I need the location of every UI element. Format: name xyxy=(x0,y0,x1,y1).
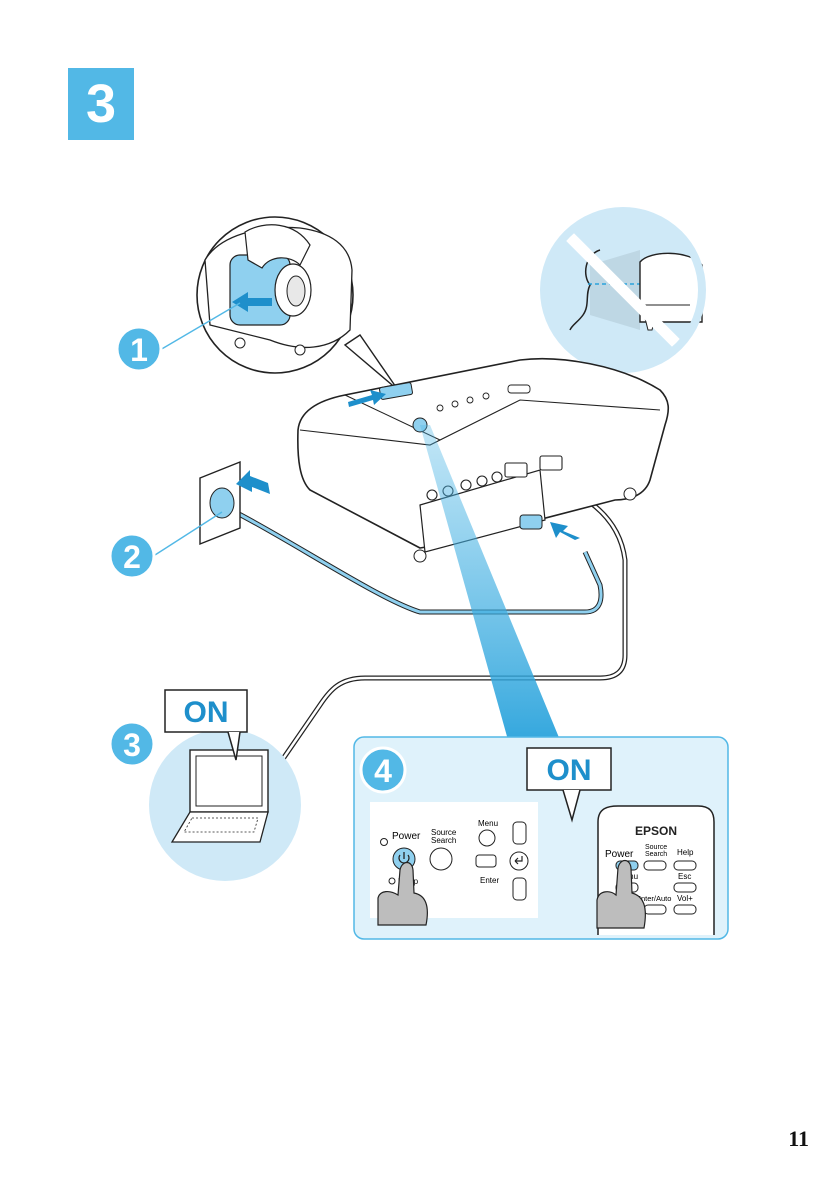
callout-1-label: 1 xyxy=(130,332,148,368)
control-left-button[interactable] xyxy=(476,855,496,867)
control-power-label: Power xyxy=(392,831,421,842)
control-source-search-button[interactable] xyxy=(430,848,452,870)
no-look-into-lens-warning xyxy=(544,211,702,369)
control-menu-button[interactable] xyxy=(479,830,495,846)
control-source-label-2: Search xyxy=(431,836,456,845)
control-up-button[interactable] xyxy=(513,822,526,844)
remote-power-label: Power xyxy=(605,849,634,860)
step4-panel: Power Source Search Menu Enter Lamp 4 ON… xyxy=(354,737,728,939)
remote-help-label: Help xyxy=(677,848,694,857)
wall-outlet xyxy=(200,462,270,544)
laptop-on-label: ON xyxy=(184,696,229,729)
remote-enter-button[interactable] xyxy=(644,905,666,914)
remote-vol-button[interactable] xyxy=(674,905,696,914)
remote-source-label-2: Search xyxy=(645,851,667,858)
laptop-group xyxy=(149,729,301,881)
remote-brand: EPSON xyxy=(635,824,677,838)
callout-2-label: 2 xyxy=(123,539,141,575)
remote-esc-button[interactable] xyxy=(674,883,696,892)
callout-4-label: 4 xyxy=(374,753,392,789)
remote-on-label: ON xyxy=(547,754,592,787)
remote-vol-label: Vol+ xyxy=(677,894,693,903)
callout-3-label: 3 xyxy=(123,727,141,763)
remote-esc-label: Esc xyxy=(678,872,691,881)
remote-source-search-button[interactable] xyxy=(644,861,666,870)
projector xyxy=(298,359,668,562)
remote-help-button[interactable] xyxy=(674,861,696,870)
control-down-button[interactable] xyxy=(513,878,526,900)
page-number: 11 xyxy=(788,1126,809,1152)
lens-cover-zoom xyxy=(197,217,398,390)
control-enter-label: Enter xyxy=(480,876,499,885)
control-menu-label: Menu xyxy=(478,819,498,828)
remote-source-label-1: Source xyxy=(645,844,667,851)
